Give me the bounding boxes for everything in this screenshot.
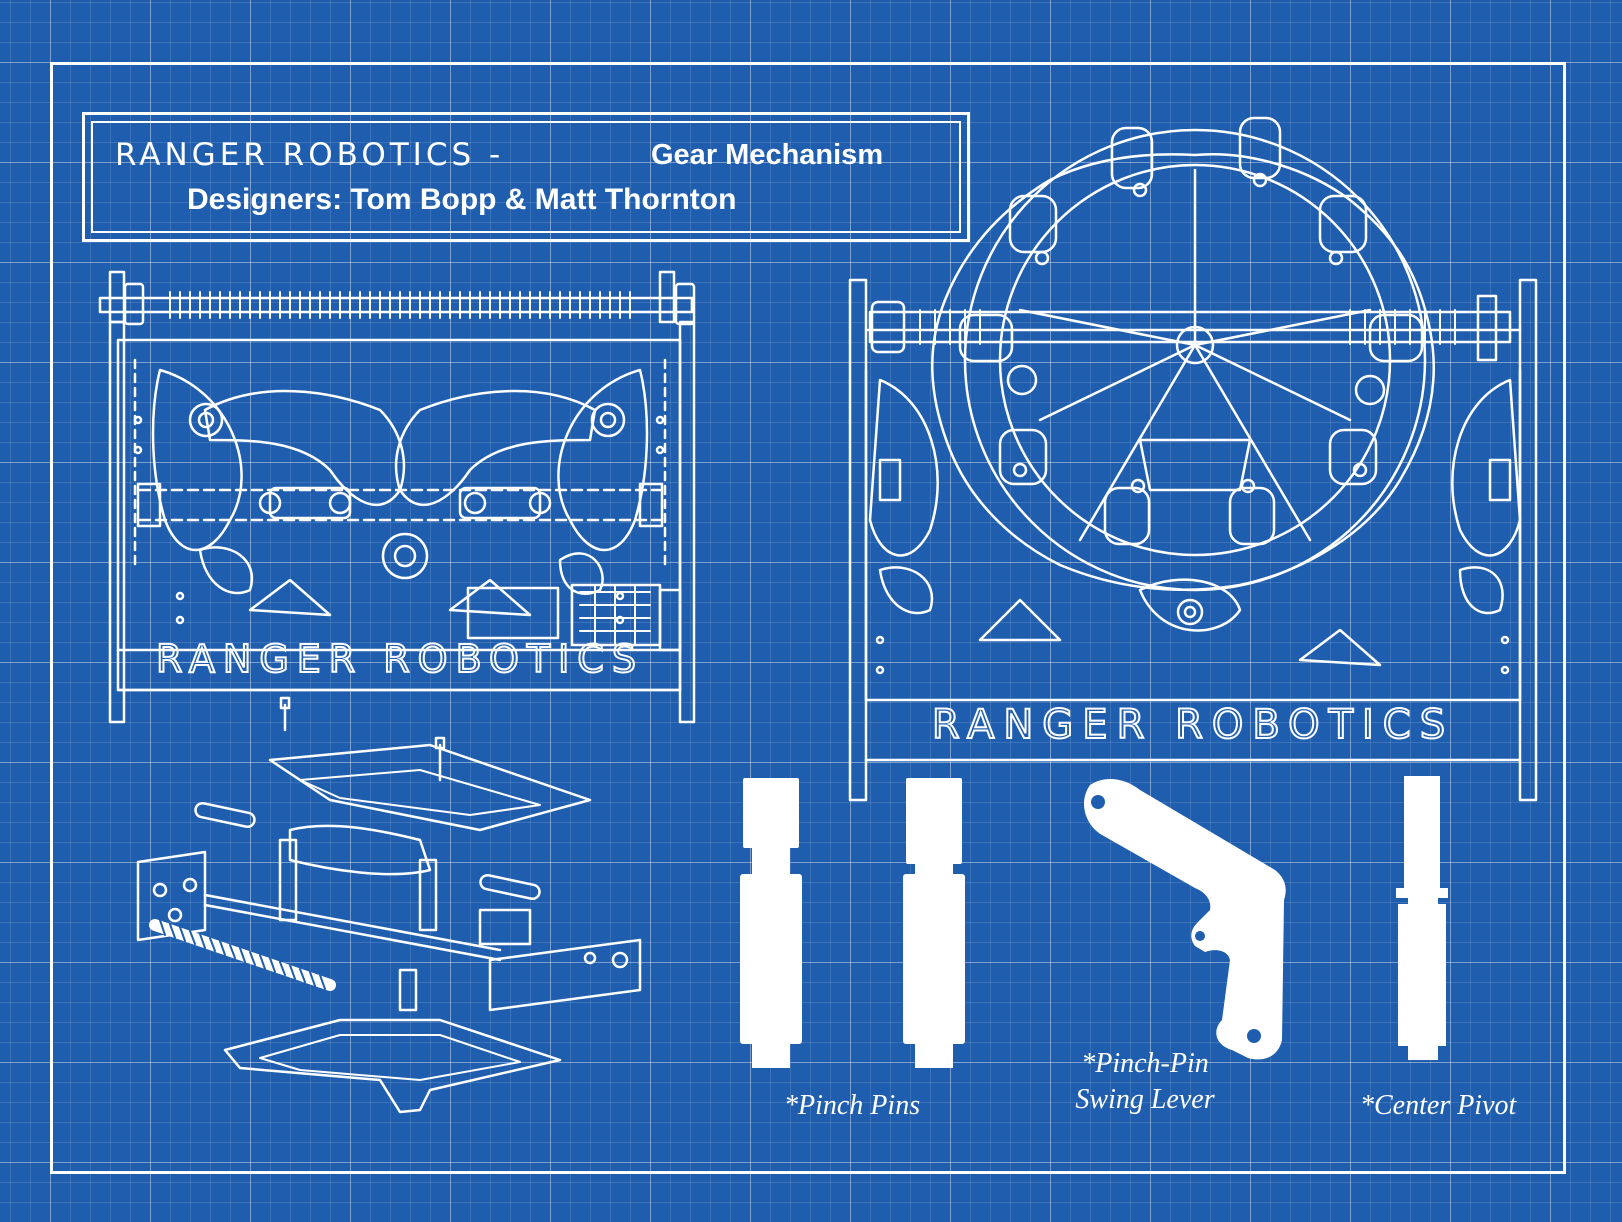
exploded-top-plate — [268, 743, 592, 832]
pinch-pin-2 — [903, 778, 965, 1068]
left-arm-l — [151, 368, 243, 552]
center-pivot-part — [1396, 776, 1448, 1060]
caption-swing-lever-line2: Swing Lever — [1075, 1084, 1215, 1115]
caption-swing-lever-line1: *Pinch-Pin — [1081, 1048, 1209, 1079]
right-side-post-l — [848, 278, 868, 802]
swing-lever-part — [1083, 778, 1286, 1060]
exploded-end-plate-r — [488, 938, 642, 1012]
left-center-hub — [381, 532, 429, 580]
right-plate-label: RANGER ROBOTICS — [932, 702, 1454, 748]
left-plate-label: RANGER ROBOTICS — [156, 637, 644, 681]
sheet-border — [50, 62, 1566, 1174]
right-front-view — [848, 116, 1538, 802]
left-side-post-l — [108, 320, 126, 724]
exploded-bottom-plate — [223, 1018, 562, 1114]
left-threaded-rod — [98, 270, 696, 326]
right-threaded-rod — [868, 294, 1512, 362]
exploded-isometric-view — [136, 696, 642, 1114]
caption-swing-lever: *Pinch-Pin Swing Lever — [1060, 1046, 1230, 1118]
caption-center-pivot: *Center Pivot — [1360, 1090, 1517, 1121]
left-front-view — [98, 270, 696, 724]
pinch-pin-1 — [740, 778, 802, 1068]
exploded-end-plate-l — [136, 850, 207, 942]
title-block: RANGER ROBOTICS - Gear Mechanism Designe… — [82, 112, 970, 242]
right-side-post-r — [1518, 278, 1538, 802]
caption-pinch-pins: *Pinch Pins — [784, 1090, 921, 1121]
left-pivot-hub-l — [188, 402, 224, 438]
left-side-post-r — [678, 320, 696, 724]
sprocket-gear — [931, 116, 1435, 592]
left-arm-r — [557, 368, 649, 552]
left-pivot-hub-r — [590, 402, 626, 438]
